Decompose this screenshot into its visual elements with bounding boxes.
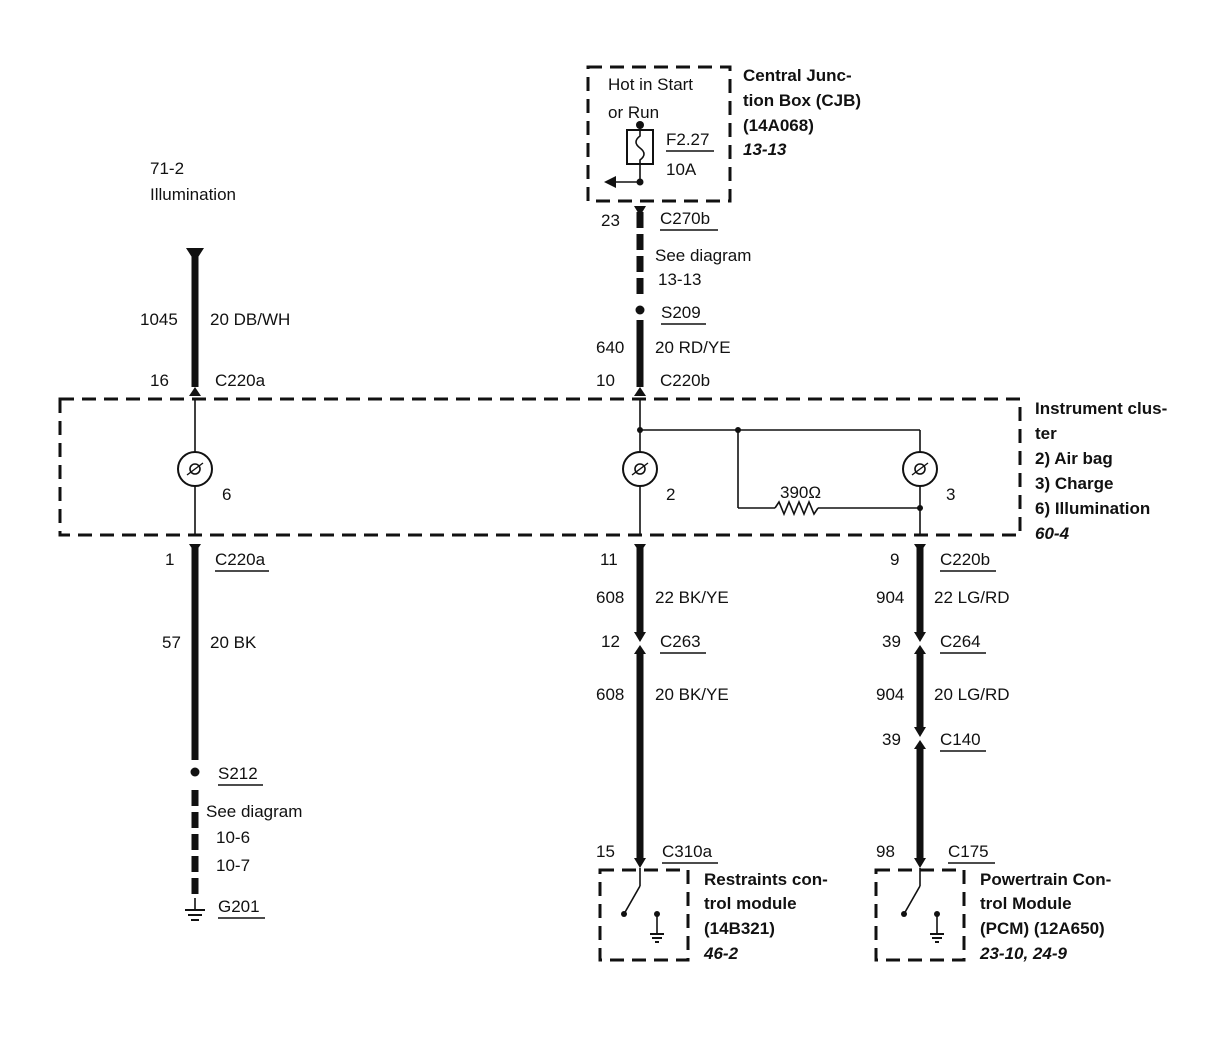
rcm-box [598,868,690,962]
bulb-3-icon [902,451,938,487]
cjb-title-2: tion Box (CJB) [743,91,861,110]
rcm-line2: trol module [704,894,797,913]
pin-11: 11 [600,550,618,569]
pin-15: 15 [596,842,615,861]
rcm-switch-icon [621,868,664,943]
pcm-ref: 23-10, 24-9 [979,944,1067,963]
circuit-608-a: 608 [596,588,624,607]
fuse-rating: 10A [666,160,697,179]
circuit-57: 57 [162,633,181,652]
ground-g201: G201 [218,897,260,916]
splice-s209-dot [635,305,645,315]
rcm-line3: (14B321) [704,919,775,938]
circuit-640: 640 [596,338,624,357]
conn-c220a-top: C220a [215,371,266,390]
splice-s212-dot [190,767,200,777]
rcm-ref: 46-2 [703,944,739,963]
circuit-608-b: 608 [596,685,624,704]
cluster-ref: 60-4 [1035,524,1070,543]
pcm-line2: trol Module [980,894,1072,913]
pcm-line3: (PCM) (12A650) [980,919,1105,938]
conn-c220b-top: C220b [660,371,710,390]
left-ref-10-6: 10-6 [216,828,250,847]
wire-color-57: 20 BK [210,633,257,652]
pin-12: 12 [601,632,620,651]
pin-39-c264: 39 [882,632,901,651]
pin-1: 1 [165,550,174,569]
conn-c264: C264 [940,632,981,651]
splice-s212: S212 [218,764,258,783]
splice-s209: S209 [661,303,701,322]
pin-98: 98 [876,842,895,861]
pin-9: 9 [890,550,899,569]
conn-c263: C263 [660,632,701,651]
conn-c270b: C270b [660,209,710,228]
center-see-diagram: See diagram [655,246,751,265]
cjb-title-1: Central Junc- [743,66,852,85]
fuse-icon [626,121,654,186]
pcm-switch-icon [901,868,944,943]
pin-16: 16 [150,371,169,390]
cjb-part-no: (14A068) [743,116,814,135]
wire-color-640: 20 RD/YE [655,338,731,357]
wire-color-904-a: 22 LG/RD [934,588,1010,607]
ref-71-2: 71-2 [150,159,184,178]
cjb-box [586,65,732,203]
circuit-904-b: 904 [876,685,904,704]
cluster-title-2: ter [1035,424,1057,443]
cluster-item-6: 6) Illumination [1035,499,1150,518]
pin-39-c140: 39 [882,730,901,749]
ref-illumination: Illumination [150,185,236,204]
resistor-value: 390Ω [780,483,821,502]
cluster-item-3: 3) Charge [1035,474,1113,493]
conn-c140: C140 [940,730,981,749]
circuit-1045: 1045 [140,310,178,329]
bulb-6-icon [177,451,213,487]
bulb-3-label: 3 [946,485,955,504]
left-ref-10-7: 10-7 [216,856,250,875]
cjb-hot-text-1: Hot in Start [608,75,693,94]
pin-10: 10 [596,371,615,390]
center-ref-13-13: 13-13 [658,270,701,289]
cluster-title-1: Instrument clus- [1035,399,1167,418]
pcm-line1: Powertrain Con- [980,870,1111,889]
instrument-cluster-box [58,397,1022,537]
cjb-hot-text-2: or Run [608,103,659,122]
wire-color-608-b: 20 BK/YE [655,685,729,704]
conn-c175: C175 [948,842,989,861]
fuse-id: F2.27 [666,130,709,149]
wire-color-904-b: 20 LG/RD [934,685,1010,704]
left-see-diagram: See diagram [206,802,302,821]
branch-arrow-icon [604,176,640,188]
rcm-line1: Restraints con- [704,870,828,889]
wire-color-608-a: 22 BK/YE [655,588,729,607]
illumination-feed-arrow-icon [186,248,204,262]
conn-c310a: C310a [662,842,713,861]
ground-icon [185,898,205,921]
conn-c220a-bottom: C220a [215,550,266,569]
bulb-2-icon [622,451,658,487]
cjb-ref: 13-13 [743,140,787,159]
pin-23: 23 [601,211,620,230]
circuit-904-a: 904 [876,588,904,607]
bulb-6-label: 6 [222,485,231,504]
cluster-item-2: 2) Air bag [1035,449,1113,468]
resistor-icon [774,499,819,517]
conn-c220b-bottom: C220b [940,550,990,569]
bulb-2-label: 2 [666,485,675,504]
wire-color-1045: 20 DB/WH [210,310,290,329]
